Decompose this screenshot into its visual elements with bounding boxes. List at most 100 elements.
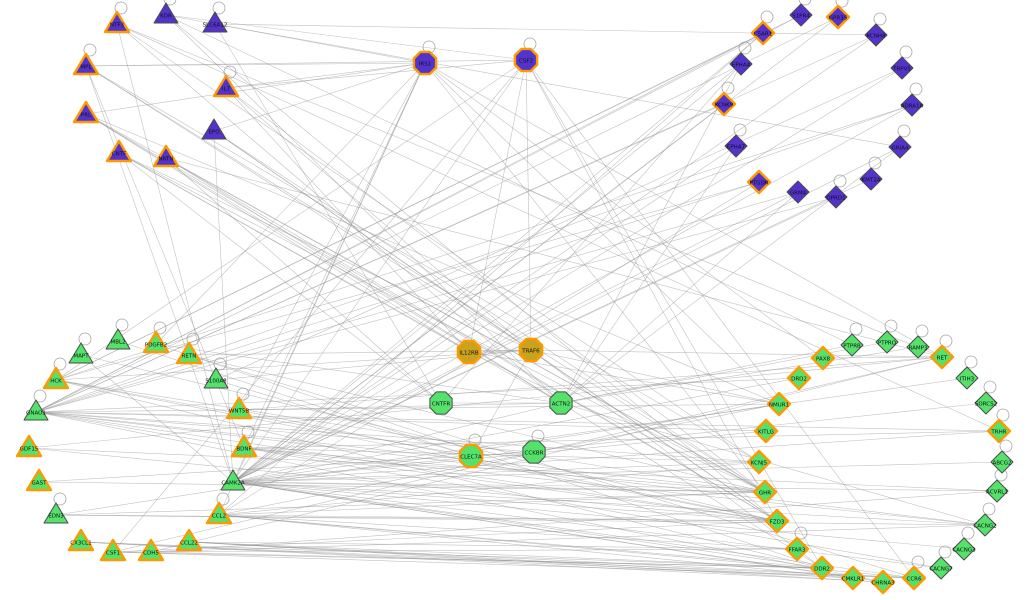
node-ret[interactable]: [929, 344, 955, 370]
node-bdnf[interactable]: [230, 434, 258, 458]
node-cckbr[interactable]: [522, 440, 546, 464]
triangle-node-shape[interactable]: [25, 468, 53, 492]
diamond-node-shape[interactable]: [786, 365, 812, 391]
node-kcnh8[interactable]: [864, 23, 888, 47]
node-chrna3[interactable]: [870, 569, 896, 595]
node-cntfr[interactable]: [429, 391, 453, 415]
diamond-node-shape[interactable]: [985, 479, 1009, 503]
diamond-node-shape[interactable]: [888, 135, 912, 159]
triangle-node-shape[interactable]: [152, 144, 180, 168]
triangle-node-shape[interactable]: [23, 399, 49, 421]
node-mbl2[interactable]: [105, 328, 131, 350]
node-camk2a[interactable]: [220, 469, 246, 491]
node-il7[interactable]: [212, 74, 240, 98]
triangle-node-shape[interactable]: [42, 366, 70, 390]
diamond-node-shape[interactable]: [764, 508, 790, 534]
node-kitlg[interactable]: [753, 418, 779, 444]
diamond-node-shape[interactable]: [990, 450, 1014, 474]
diamond-node-shape[interactable]: [870, 569, 896, 595]
node-actn2[interactable]: [549, 391, 573, 415]
node-s1pr4[interactable]: [789, 3, 813, 27]
node-irs1[interactable]: [412, 50, 438, 76]
triangle-node-shape[interactable]: [212, 74, 240, 98]
triangle-node-shape[interactable]: [175, 341, 203, 365]
triangle-node-shape[interactable]: [201, 118, 227, 140]
node-c5ar1[interactable]: [750, 20, 776, 46]
triangle-node-shape[interactable]: [137, 538, 165, 562]
node-prl[interactable]: [72, 100, 100, 124]
node-pdgfrb[interactable]: [142, 330, 170, 354]
node-ghr[interactable]: [752, 479, 778, 505]
node-cdh5[interactable]: [137, 538, 165, 562]
node-kcnk9[interactable]: [711, 91, 737, 117]
node-wnt5b[interactable]: [225, 396, 253, 420]
node-kcnj5[interactable]: [746, 449, 772, 475]
node-drd2[interactable]: [786, 365, 812, 391]
diamond-node-shape[interactable]: [906, 335, 930, 359]
triangle-node-shape[interactable]: [72, 52, 100, 76]
node-adra1a[interactable]: [900, 93, 924, 117]
triangle-node-shape[interactable]: [220, 469, 246, 491]
diamond-node-shape[interactable]: [753, 418, 779, 444]
node-gdf15[interactable]: [15, 434, 43, 458]
diamond-node-shape[interactable]: [929, 556, 953, 580]
triangle-node-shape[interactable]: [103, 10, 131, 34]
node-cntf[interactable]: [105, 139, 133, 163]
node-cacng2[interactable]: [973, 513, 997, 537]
node-retn[interactable]: [175, 341, 203, 365]
octagon-node-shape[interactable]: [429, 391, 453, 415]
octagon-node-shape[interactable]: [513, 47, 539, 73]
diamond-node-shape[interactable]: [840, 565, 866, 591]
node-ptgdr[interactable]: [746, 169, 772, 195]
node-mapt[interactable]: [68, 342, 94, 364]
octagon-node-shape[interactable]: [549, 391, 573, 415]
node-cacng3[interactable]: [952, 537, 976, 561]
diamond-node-shape[interactable]: [786, 180, 810, 204]
diamond-node-shape[interactable]: [900, 93, 924, 117]
octagon-node-shape[interactable]: [458, 443, 484, 469]
triangle-node-shape[interactable]: [72, 100, 100, 124]
node-clec7a[interactable]: [458, 443, 484, 469]
node-cmklr1[interactable]: [840, 565, 866, 591]
node-kcnt1[interactable]: [859, 167, 883, 191]
node-nmur1[interactable]: [766, 391, 792, 417]
node-nrtn[interactable]: [152, 144, 180, 168]
node-csf1[interactable]: [99, 538, 127, 562]
node-il12rb[interactable]: [456, 339, 482, 365]
triangle-node-shape[interactable]: [230, 434, 258, 458]
triangle-node-shape[interactable]: [43, 502, 69, 524]
octagon-node-shape[interactable]: [518, 337, 544, 363]
octagon-node-shape[interactable]: [456, 339, 482, 365]
node-itih3[interactable]: [955, 366, 979, 390]
triangle-node-shape[interactable]: [142, 330, 170, 354]
triangle-node-shape[interactable]: [153, 2, 179, 24]
diamond-node-shape[interactable]: [789, 3, 813, 27]
node-epo[interactable]: [201, 118, 227, 140]
diamond-node-shape[interactable]: [952, 537, 976, 561]
triangle-node-shape[interactable]: [205, 501, 233, 525]
diamond-node-shape[interactable]: [864, 23, 888, 47]
node-pax8[interactable]: [810, 345, 836, 371]
node-traf6[interactable]: [518, 337, 544, 363]
diamond-node-shape[interactable]: [974, 391, 998, 415]
node-ffar3[interactable]: [784, 536, 810, 562]
node-csf2[interactable]: [513, 47, 539, 73]
diamond-node-shape[interactable]: [746, 449, 772, 475]
diamond-node-shape[interactable]: [986, 418, 1012, 444]
diamond-node-shape[interactable]: [746, 169, 772, 195]
diamond-node-shape[interactable]: [840, 333, 864, 357]
triangle-node-shape[interactable]: [99, 538, 127, 562]
triangle-node-shape[interactable]: [68, 342, 94, 364]
diamond-node-shape[interactable]: [825, 4, 851, 30]
node-slc6a12[interactable]: [202, 11, 228, 33]
diamond-node-shape[interactable]: [729, 52, 753, 76]
triangle-node-shape[interactable]: [225, 396, 253, 420]
octagon-node-shape[interactable]: [412, 50, 438, 76]
triangle-node-shape[interactable]: [67, 528, 95, 552]
node-grm4[interactable]: [786, 180, 810, 204]
node-s100a8[interactable]: [203, 367, 229, 389]
diamond-node-shape[interactable]: [875, 330, 899, 354]
node-acvrl1[interactable]: [985, 479, 1009, 503]
